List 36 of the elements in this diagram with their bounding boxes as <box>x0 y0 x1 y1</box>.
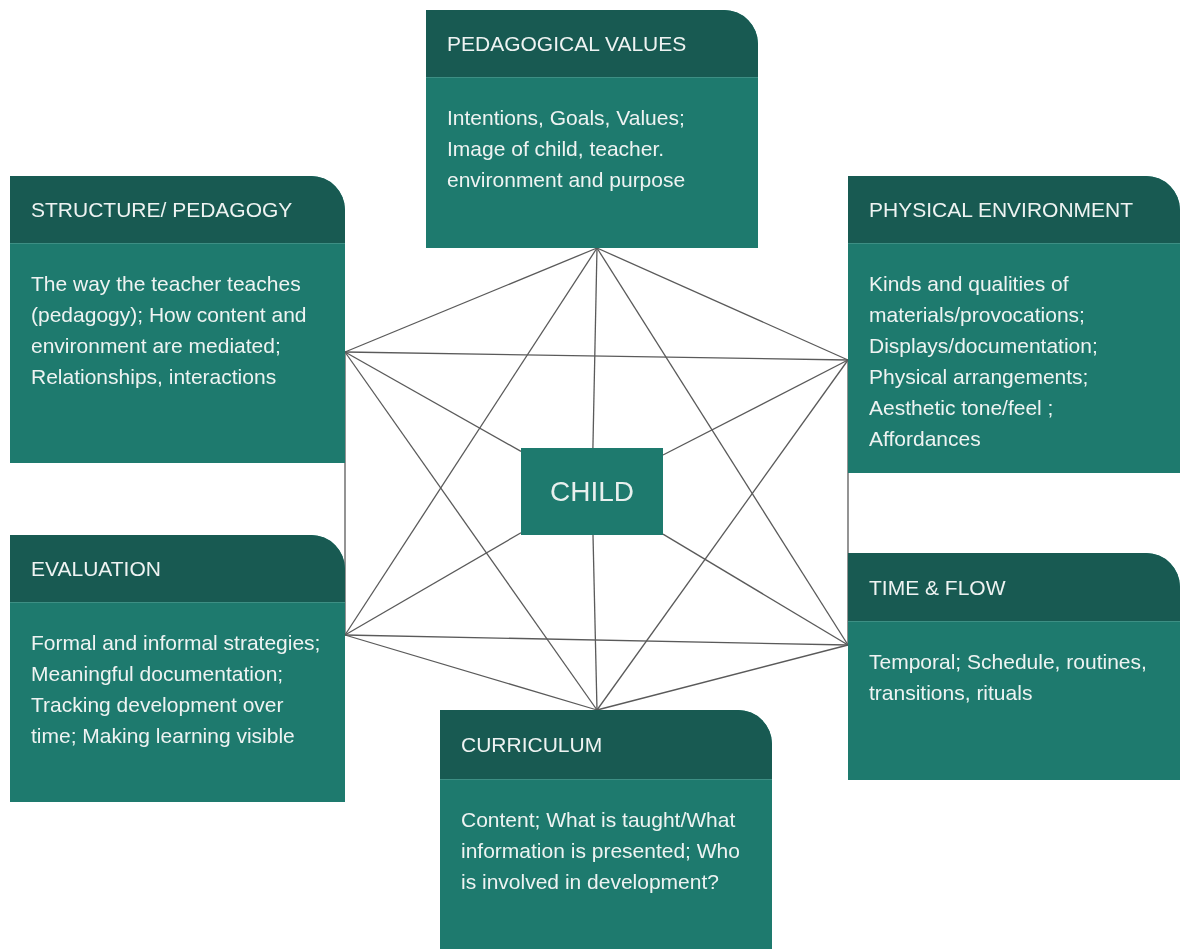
connector-line <box>344 351 522 453</box>
connector-line <box>344 634 598 711</box>
category-card <box>848 176 1180 473</box>
connector-line <box>662 533 849 646</box>
connector-line <box>344 247 598 353</box>
card-body-text: Formal and informal strategies; Meaningful documentation; Tracking development over time; Making learning visible <box>31 630 322 749</box>
connector-line <box>344 532 522 636</box>
card-body-text: Content; What is taught/What information is presented; Who is involved in development? <box>461 807 741 895</box>
connector-line <box>344 634 849 646</box>
category-card <box>10 535 345 802</box>
connector-line <box>344 247 598 636</box>
category-card <box>440 710 772 949</box>
category-card <box>426 10 758 248</box>
card-heading: STRUCTURE/ PEDAGOGY <box>31 197 293 223</box>
connector-line <box>596 247 849 361</box>
card-heading: PHYSICAL ENVIRONMENT <box>869 197 1134 223</box>
card-heading: CURRICULUM <box>461 732 603 758</box>
card-heading: EVALUATION <box>31 556 161 582</box>
connector-line <box>592 534 598 711</box>
center-box <box>521 448 663 535</box>
connector-line <box>596 247 849 646</box>
card-body-text: Temporal; Schedule, routines, transitions, rituals <box>869 649 1148 706</box>
card-body-text: Intentions, Goals, Values; Image of child, teacher. environment and purpose <box>447 105 687 193</box>
card-body-text: The way the teacher teaches (pedagogy); How content and environment are mediated; Relationships, interactions <box>31 271 308 390</box>
connector-line <box>596 644 849 711</box>
connector-line <box>344 351 598 711</box>
category-card <box>848 553 1180 780</box>
card-heading: TIME & FLOW <box>869 574 1006 601</box>
connector-line <box>662 359 849 456</box>
connector-line <box>344 351 849 361</box>
card-body-text: Kinds and qualities of materials/provocations; Displays/documentation; Physical arrangements; Aesthetic tone/feel ; Affordances <box>869 271 1099 452</box>
center-label: CHILD <box>550 474 634 509</box>
card-heading: PEDAGOGICAL VALUES <box>447 31 687 57</box>
connector-line <box>596 359 849 711</box>
category-card <box>10 176 345 463</box>
connector-line <box>592 247 598 449</box>
